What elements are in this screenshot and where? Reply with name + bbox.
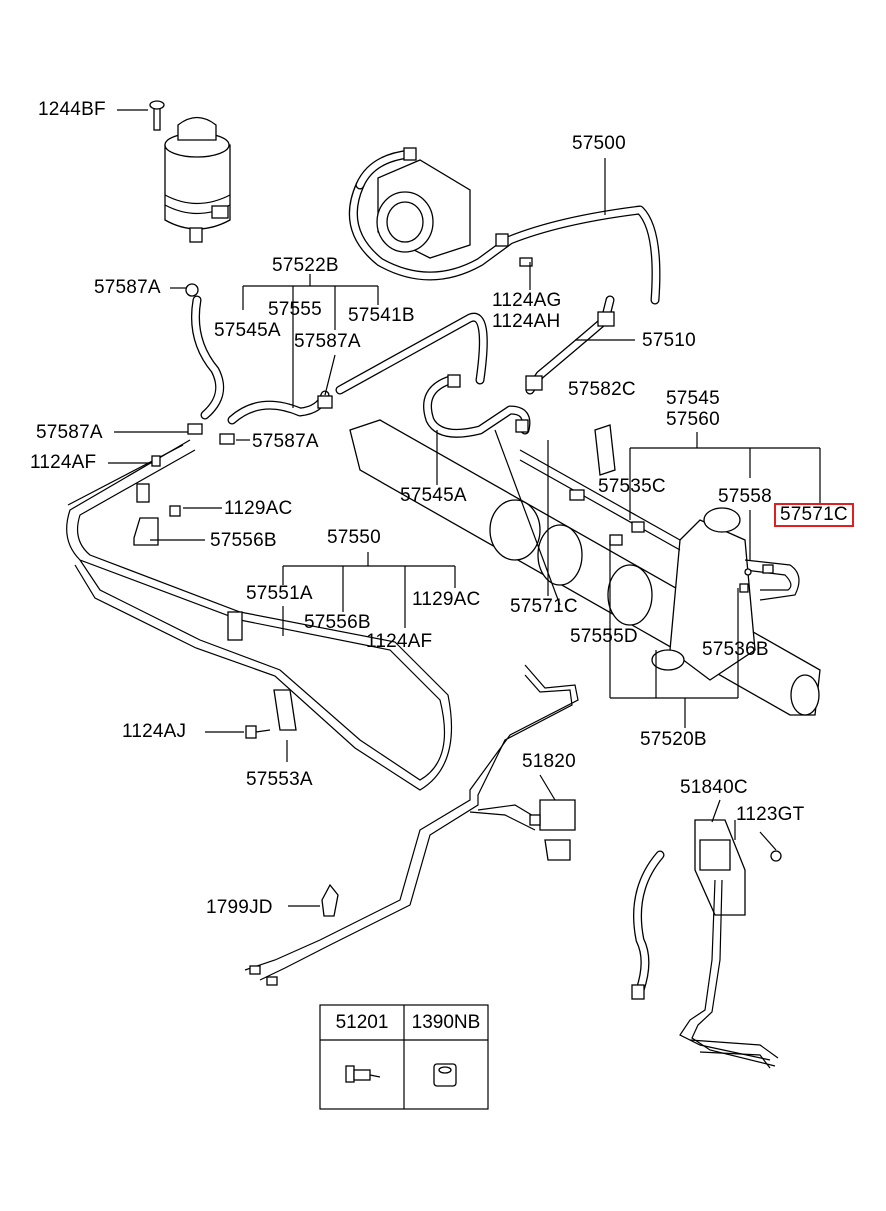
clamp-57553A-icon: [273, 689, 297, 762]
legend-header-51201: 51201: [335, 1012, 389, 1033]
return-hoses-illustration: [185, 283, 531, 445]
label-1129AC-top: 1129AC: [224, 498, 293, 519]
label-1124AG: 1124AG: [492, 290, 562, 311]
label-57550: 57550: [327, 527, 381, 548]
label-57553A: 57553A: [246, 769, 313, 790]
label-1244BF: 1244BF: [38, 99, 106, 120]
label-1799JD: 1799JD: [206, 897, 273, 918]
label-57582C: 57582C: [568, 379, 636, 400]
label-57555D: 57555D: [570, 626, 638, 647]
cooler-lines-illustration: [66, 439, 453, 791]
pump-illustration: [348, 147, 661, 305]
bolt-51201-icon: [345, 1065, 381, 1083]
bolt-1124AJ-icon: [205, 725, 271, 739]
label-57545A-mid: 57545A: [400, 485, 467, 506]
label-57545: 57545: [666, 388, 720, 409]
label-57560: 57560: [666, 409, 720, 430]
label-57558: 57558: [718, 486, 772, 507]
label-57500: 57500: [572, 133, 626, 154]
clip-1799JD-icon: [288, 883, 339, 917]
leader-lines: [108, 274, 821, 823]
label-57587A-right: 57587A: [252, 431, 319, 452]
label-57587A-top: 57587A: [94, 277, 161, 298]
label-1124AH: 1124AH: [492, 311, 561, 332]
label-1129AC-mid: 1129AC: [412, 589, 481, 610]
module-51840C-illustration: [631, 819, 782, 1069]
label-57545A-top: 57545A: [214, 320, 281, 341]
label-1124AJ: 1124AJ: [122, 721, 187, 742]
vacuum-lines-illustration: [244, 664, 579, 986]
label-57587A-mid: 57587A: [294, 331, 361, 352]
clamp-57582C-icon: [594, 424, 616, 476]
label-51820: 51820: [522, 751, 576, 772]
label-57556B-top: 57556B: [210, 530, 277, 551]
label-57541B: 57541B: [348, 305, 415, 326]
label-57522B: 57522B: [272, 255, 339, 276]
label-57587A-left: 57587A: [36, 422, 103, 443]
steering-gear-illustration: [349, 419, 821, 716]
hose-57510-illustration: [525, 295, 635, 395]
legend-box: [319, 1004, 489, 1110]
label-57571C-highlighted[interactable]: 57571C: [774, 503, 854, 527]
label-1124AF-top: 1124AF: [30, 452, 97, 473]
nut-1390NB-icon: [433, 1063, 457, 1087]
legend-header-1390NB: 1390NB: [411, 1012, 481, 1033]
label-51840C: 51840C: [680, 777, 748, 798]
label-1123GT: 1123GT: [736, 804, 805, 825]
label-57536B: 57536B: [702, 639, 769, 660]
label-57556B-mid: 57556B: [304, 612, 371, 633]
label-1124AF-mid: 1124AF: [366, 631, 433, 652]
label-57520B: 57520B: [640, 729, 707, 750]
label-57510: 57510: [642, 330, 696, 351]
bolt-1124AG-icon: [519, 257, 533, 290]
label-57555: 57555: [268, 299, 322, 320]
label-57551A: 57551A: [246, 583, 313, 604]
label-57535C: 57535C: [598, 476, 666, 497]
label-57571C: 57571C: [510, 596, 578, 617]
reservoir-illustration: [117, 100, 231, 243]
